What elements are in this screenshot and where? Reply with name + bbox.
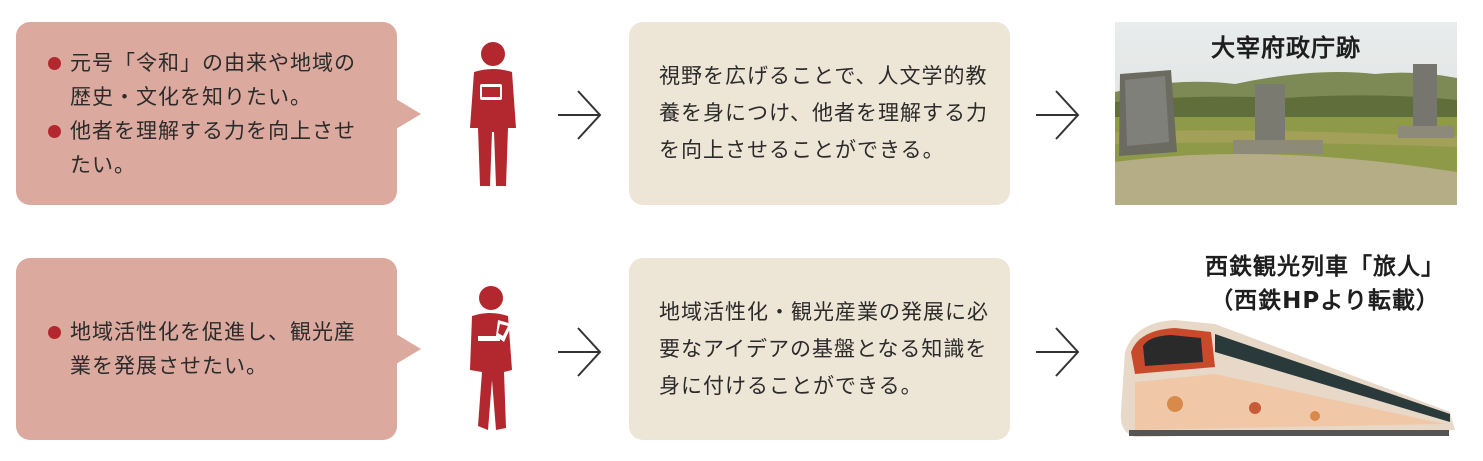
arrow-right-icon bbox=[558, 327, 602, 377]
person-reading-icon bbox=[470, 42, 516, 186]
arrow-right-icon bbox=[1036, 90, 1080, 140]
outcome-box-2: 地域活性化・観光産業の発展に必要なアイデアの基盤となる知識を身に付けることができ… bbox=[629, 258, 1010, 440]
need-item: 元号「令和」の由来や地域の歴史・文化を知りたい。 bbox=[48, 46, 375, 114]
need-bubble-1: 元号「令和」の由来や地域の歴史・文化を知りたい。 他者を理解する力を向上させたい… bbox=[16, 22, 421, 205]
train-caption-line2: （西鉄HPより転載） bbox=[1210, 288, 1440, 314]
arrow-right-icon bbox=[558, 90, 602, 140]
train-image bbox=[1120, 320, 1455, 437]
photo-caption: 大宰府政庁跡 bbox=[1211, 34, 1361, 62]
person-thinking-icon bbox=[470, 286, 512, 430]
outcome-box-1: 視野を広げることで、人文学的教養を身につけ、他者を理解する力を向上させることがで… bbox=[629, 22, 1010, 205]
need-item: 地域活性化を促進し、観光産業を発展させたい。 bbox=[48, 315, 375, 383]
outcome-text: 視野を広げることで、人文学的教養を身につけ、他者を理解する力を向上させることがで… bbox=[659, 64, 988, 162]
train-caption-line1: 西鉄観光列車「旅人」 bbox=[1205, 254, 1445, 280]
need-bubble-2: 地域活性化を促進し、観光産業を発展させたい。 bbox=[16, 258, 421, 440]
train-caption: 西鉄観光列車「旅人」 （西鉄HPより転載） bbox=[1175, 250, 1475, 318]
need-item: 他者を理解する力を向上させたい。 bbox=[48, 114, 375, 182]
dazaifu-photo: 大宰府政庁跡 bbox=[1115, 22, 1457, 205]
arrow-right-icon bbox=[1036, 327, 1080, 377]
outcome-text: 地域活性化・観光産業の発展に必要なアイデアの基盤となる知識を身に付けることができ… bbox=[659, 299, 989, 398]
